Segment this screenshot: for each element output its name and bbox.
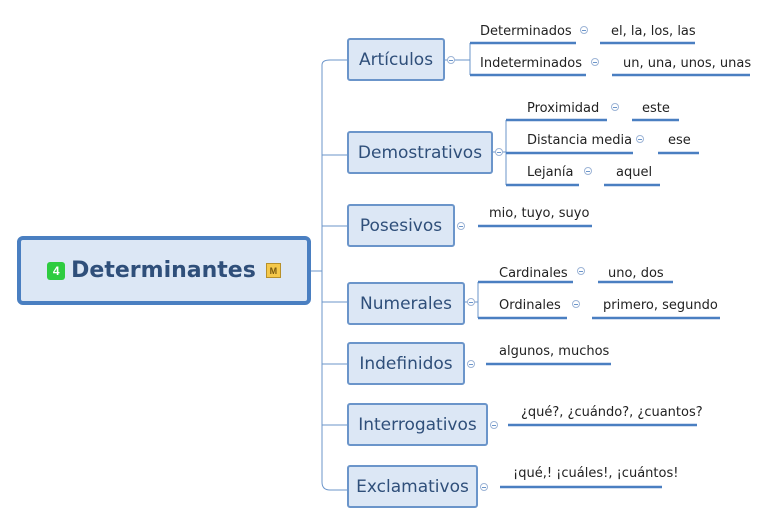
leaf-distancia-media-value[interactable]: ese [668,133,691,148]
leaf-ordinales[interactable]: Ordinales [499,298,561,313]
collapse-icon[interactable] [636,135,644,143]
node-demostrativos[interactable]: Demostrativos [347,131,493,174]
collapse-icon[interactable] [495,148,503,156]
marker-icon: M [265,263,281,278]
collapse-icon[interactable] [490,421,498,429]
leaf-indeterminados[interactable]: Indeterminados [480,56,582,71]
leaf-determinados[interactable]: Determinados [480,24,572,39]
collapse-icon[interactable] [467,298,475,306]
leaf-proximidad[interactable]: Proximidad [527,101,600,116]
node-indefinidos[interactable]: Indefinidos [347,342,465,385]
leaf-indefinidos-value[interactable]: algunos, muchos [499,344,610,359]
node-numerales[interactable]: Numerales [347,282,465,325]
collapse-icon[interactable] [584,167,592,175]
leaf-interrogativos-value[interactable]: ¿qué?, ¿cuándo?, ¿cuantos? [521,405,703,420]
root-topic[interactable]: 4 Determinantes M [17,236,311,305]
collapse-icon[interactable] [591,58,599,66]
collapse-icon[interactable] [580,26,588,34]
collapse-icon[interactable] [577,267,585,275]
leaf-posesivos-value[interactable]: mio, tuyo, suyo [489,206,590,221]
leaf-indeterminados-value[interactable]: un, una, unos, unas [623,56,752,71]
collapse-icon[interactable] [457,222,465,230]
node-posesivos[interactable]: Posesivos [347,204,455,247]
leaf-exclamativos-value[interactable]: ¡qué,! ¡cuáles!, ¡cuántos! [513,466,679,481]
collapse-icon[interactable] [467,360,475,368]
leaf-proximidad-value[interactable]: este [642,101,670,116]
collapse-icon[interactable] [572,300,580,308]
leaf-cardinales-value[interactable]: uno, dos [608,266,664,281]
collapse-icon[interactable] [480,483,488,491]
priority-badge: 4 [47,261,66,280]
collapse-icon[interactable] [447,56,455,64]
leaf-ordinales-value[interactable]: primero, segundo [603,298,718,313]
collapse-icon[interactable] [611,103,619,111]
leaf-distancia-media[interactable]: Distancia media [527,133,633,148]
leaf-lejania-value[interactable]: aquel [616,165,653,180]
leaf-determinados-value[interactable]: el, la, los, las [611,24,696,39]
node-articulos[interactable]: Artículos [347,38,445,81]
node-interrogativos[interactable]: Interrogativos [347,403,488,446]
root-title: Determinantes [71,258,256,283]
node-exclamativos[interactable]: Exclamativos [347,465,478,508]
leaf-lejania[interactable]: Lejanía [527,165,574,180]
leaf-cardinales[interactable]: Cardinales [499,266,568,281]
